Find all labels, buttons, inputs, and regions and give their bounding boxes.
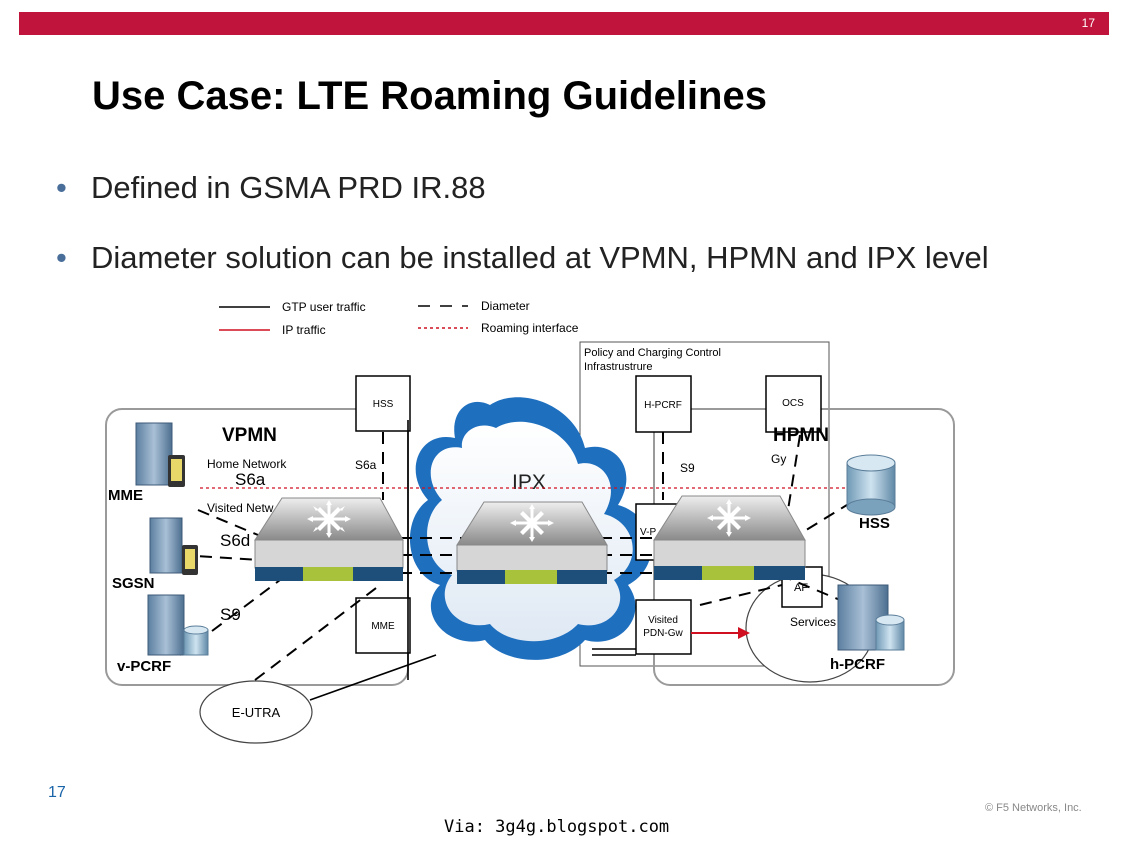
gtp-lines [309, 420, 636, 701]
vpcrf-server-label: v-PCRF [117, 658, 171, 675]
mme-box-label: MME [371, 621, 395, 632]
s6a-small-label: S6a [355, 458, 377, 472]
header-bar: 17 [19, 12, 1109, 35]
mme-box [355, 597, 411, 654]
eutra-node [199, 680, 313, 744]
bullet-text: Diameter solution can be installed at VP… [91, 240, 989, 275]
bullet-text: Defined in GSMA PRD IR.88 [91, 170, 486, 205]
bullet-item: • Defined in GSMA PRD IR.88 [56, 170, 989, 240]
router-ipx [456, 501, 608, 584]
hpmn-label: HPMN [773, 425, 829, 446]
router-hpmn [653, 495, 806, 580]
router-vpmn [254, 497, 404, 581]
pcc-label-line1: Policy and Charging Control [584, 347, 721, 359]
sgsn-server-label: SGSN [112, 575, 155, 592]
vpmn-label: VPMN [222, 425, 277, 446]
eutra-label: E-UTRA [232, 705, 281, 720]
hss-database-icon [846, 454, 896, 516]
home-network-label: Home Network [207, 457, 287, 471]
vpcrf-server-icon [147, 594, 209, 656]
hss-box [355, 375, 411, 432]
s6a-label: S6a [235, 470, 266, 489]
s9-left-label: S9 [220, 605, 241, 624]
mme-server-icon [135, 422, 185, 487]
slide-title: Use Case: LTE Roaming Guidelines [92, 74, 767, 118]
hpcrf-server-label: h-PCRF [830, 656, 885, 673]
gy-label: Gy [771, 452, 786, 466]
hpcrf-box [635, 375, 692, 433]
visited-network-label: Visited Netw [207, 501, 274, 515]
visited-pdn-box [635, 599, 692, 655]
visited-pdn-label-1: Visited [648, 615, 678, 626]
legend-diameter-label: Diameter [481, 299, 530, 313]
bullet-dot-icon: • [56, 240, 67, 275]
legend-ip-label: IP traffic [282, 323, 326, 337]
via-credit: Via: 3g4g.blogspot.com [444, 817, 670, 837]
visited-pdn-label-2: PDN-Gw [643, 628, 683, 639]
ocs-box-label: OCS [782, 398, 804, 409]
bullet-list: • Defined in GSMA PRD IR.88 • Diameter sol… [56, 170, 989, 310]
ip-traffic-arrow [691, 627, 750, 639]
slide-number: 17 [48, 784, 66, 801]
roaming-diagram: GTP user traffic IP traffic Diameter Roa… [105, 299, 955, 744]
legend: GTP user traffic IP traffic Diameter Roa… [219, 299, 579, 337]
mme-server-label: MME [108, 487, 143, 504]
bullet-dot-icon: • [56, 170, 67, 205]
s6d-label: S6d [220, 531, 250, 550]
copyright-notice: © F5 Networks, Inc. [985, 802, 1082, 814]
hpcrf-box-label: H-PCRF [644, 400, 682, 411]
legend-gtp-label: GTP user traffic [282, 300, 366, 314]
hpcrf-server-icon [837, 584, 905, 651]
ipx-label: IPX [512, 471, 546, 494]
sgsn-server-icon [149, 517, 198, 575]
ocs-box [765, 375, 822, 433]
s9-right-label: S9 [680, 461, 695, 475]
bullet-item: • Diameter solution can be installed at V… [56, 240, 989, 310]
hss-box-label: HSS [373, 399, 394, 410]
legend-roaming-label: Roaming interface [481, 321, 579, 335]
vp-box-label: V-P [640, 527, 656, 538]
header-page-number: 17 [1081, 16, 1095, 30]
hss-server-label: HSS [859, 515, 890, 532]
pcc-label-line2: Infrastrustrure [584, 361, 652, 373]
services-label: Services [790, 615, 836, 629]
